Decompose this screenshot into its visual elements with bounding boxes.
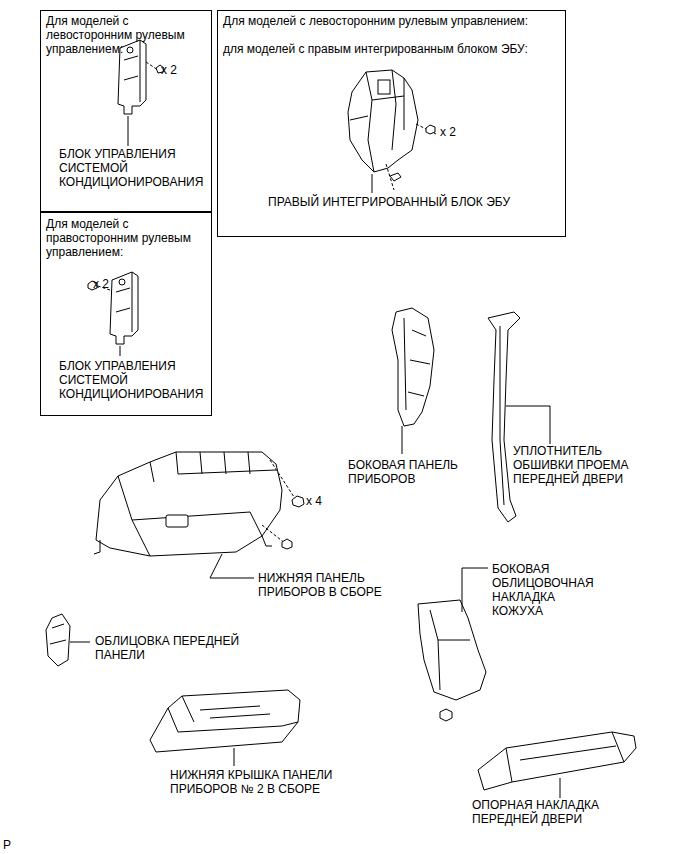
- part-label: БЛОК УПРАВЛЕНИЯ СИСТЕМОЙ КОНДИЦИОНИРОВАН…: [59, 147, 211, 189]
- part-label: x 2: [93, 277, 109, 291]
- note-box: Для моделей с левосторонним рулевым упра…: [40, 10, 212, 212]
- part-label: ОПОРНАЯ НАКЛАДКА ПЕРЕДНЕЙ ДВЕРИ: [472, 798, 622, 826]
- part-label: x 2: [440, 125, 456, 139]
- part-label: ПРАВЫЙ ИНТЕГРИРОВАННЫЙ БЛОК ЭБУ: [268, 195, 510, 209]
- note-box: Для моделей с левосторонним рулевым упра…: [217, 10, 566, 237]
- part-label: БЛОК УПРАВЛЕНИЯ СИСТЕМОЙ КОНДИЦИОНИРОВАН…: [59, 359, 211, 401]
- note-heading: Для моделей с левосторонним рулевым упра…: [46, 14, 211, 56]
- part-label: x 2: [161, 63, 177, 77]
- door-scuff-plate: [478, 732, 636, 798]
- part-label: для моделей с правым интегрированным бло…: [223, 42, 528, 56]
- note-heading: Для моделей с левосторонним рулевым упра…: [223, 14, 528, 28]
- quantity-label: P: [3, 838, 23, 852]
- right-integrated-ecu: [348, 70, 436, 193]
- ac-control-unit: [118, 40, 164, 146]
- part-label: НИЖНЯЯ ПАНЕЛЬ ПРИБОРОВ В СБОРЕ: [258, 571, 398, 599]
- part-label: НИЖНЯЯ КРЫШКА ПАНЕЛИ ПРИБОРОВ № 2 В СБОР…: [170, 768, 350, 796]
- part-label: ОБЛИЦОВКА ПЕРЕДНЕЙ ПАНЕЛИ: [95, 634, 255, 662]
- part-label: УПЛОТНИТЕЛЬ ОБШИВКИ ПРОЕМА ПЕРЕДНЕЙ ДВЕР…: [513, 444, 653, 486]
- note-box: Для моделей с правосторонним рулевым упр…: [40, 212, 212, 416]
- part-label: БОКОВАЯ ПАНЕЛЬ ПРИБОРОВ: [348, 458, 468, 486]
- front-panel-garnish: [46, 614, 90, 666]
- note-heading: Для моделей с правосторонним рулевым упр…: [46, 217, 211, 259]
- lower-panel-cover: [150, 690, 300, 766]
- part-label: БОКОВАЯ ОБЛИЦОВОЧНАЯ НАКЛАДКА КОЖУХА: [492, 562, 602, 618]
- ac-control-unit: [88, 272, 138, 356]
- door-opening-weatherstrip: [488, 312, 550, 522]
- cowl-side-trim: [418, 568, 488, 721]
- instrument-panel-side: [392, 308, 434, 454]
- lower-instrument-panel: [94, 452, 304, 578]
- quantity-label: x 4: [306, 494, 346, 508]
